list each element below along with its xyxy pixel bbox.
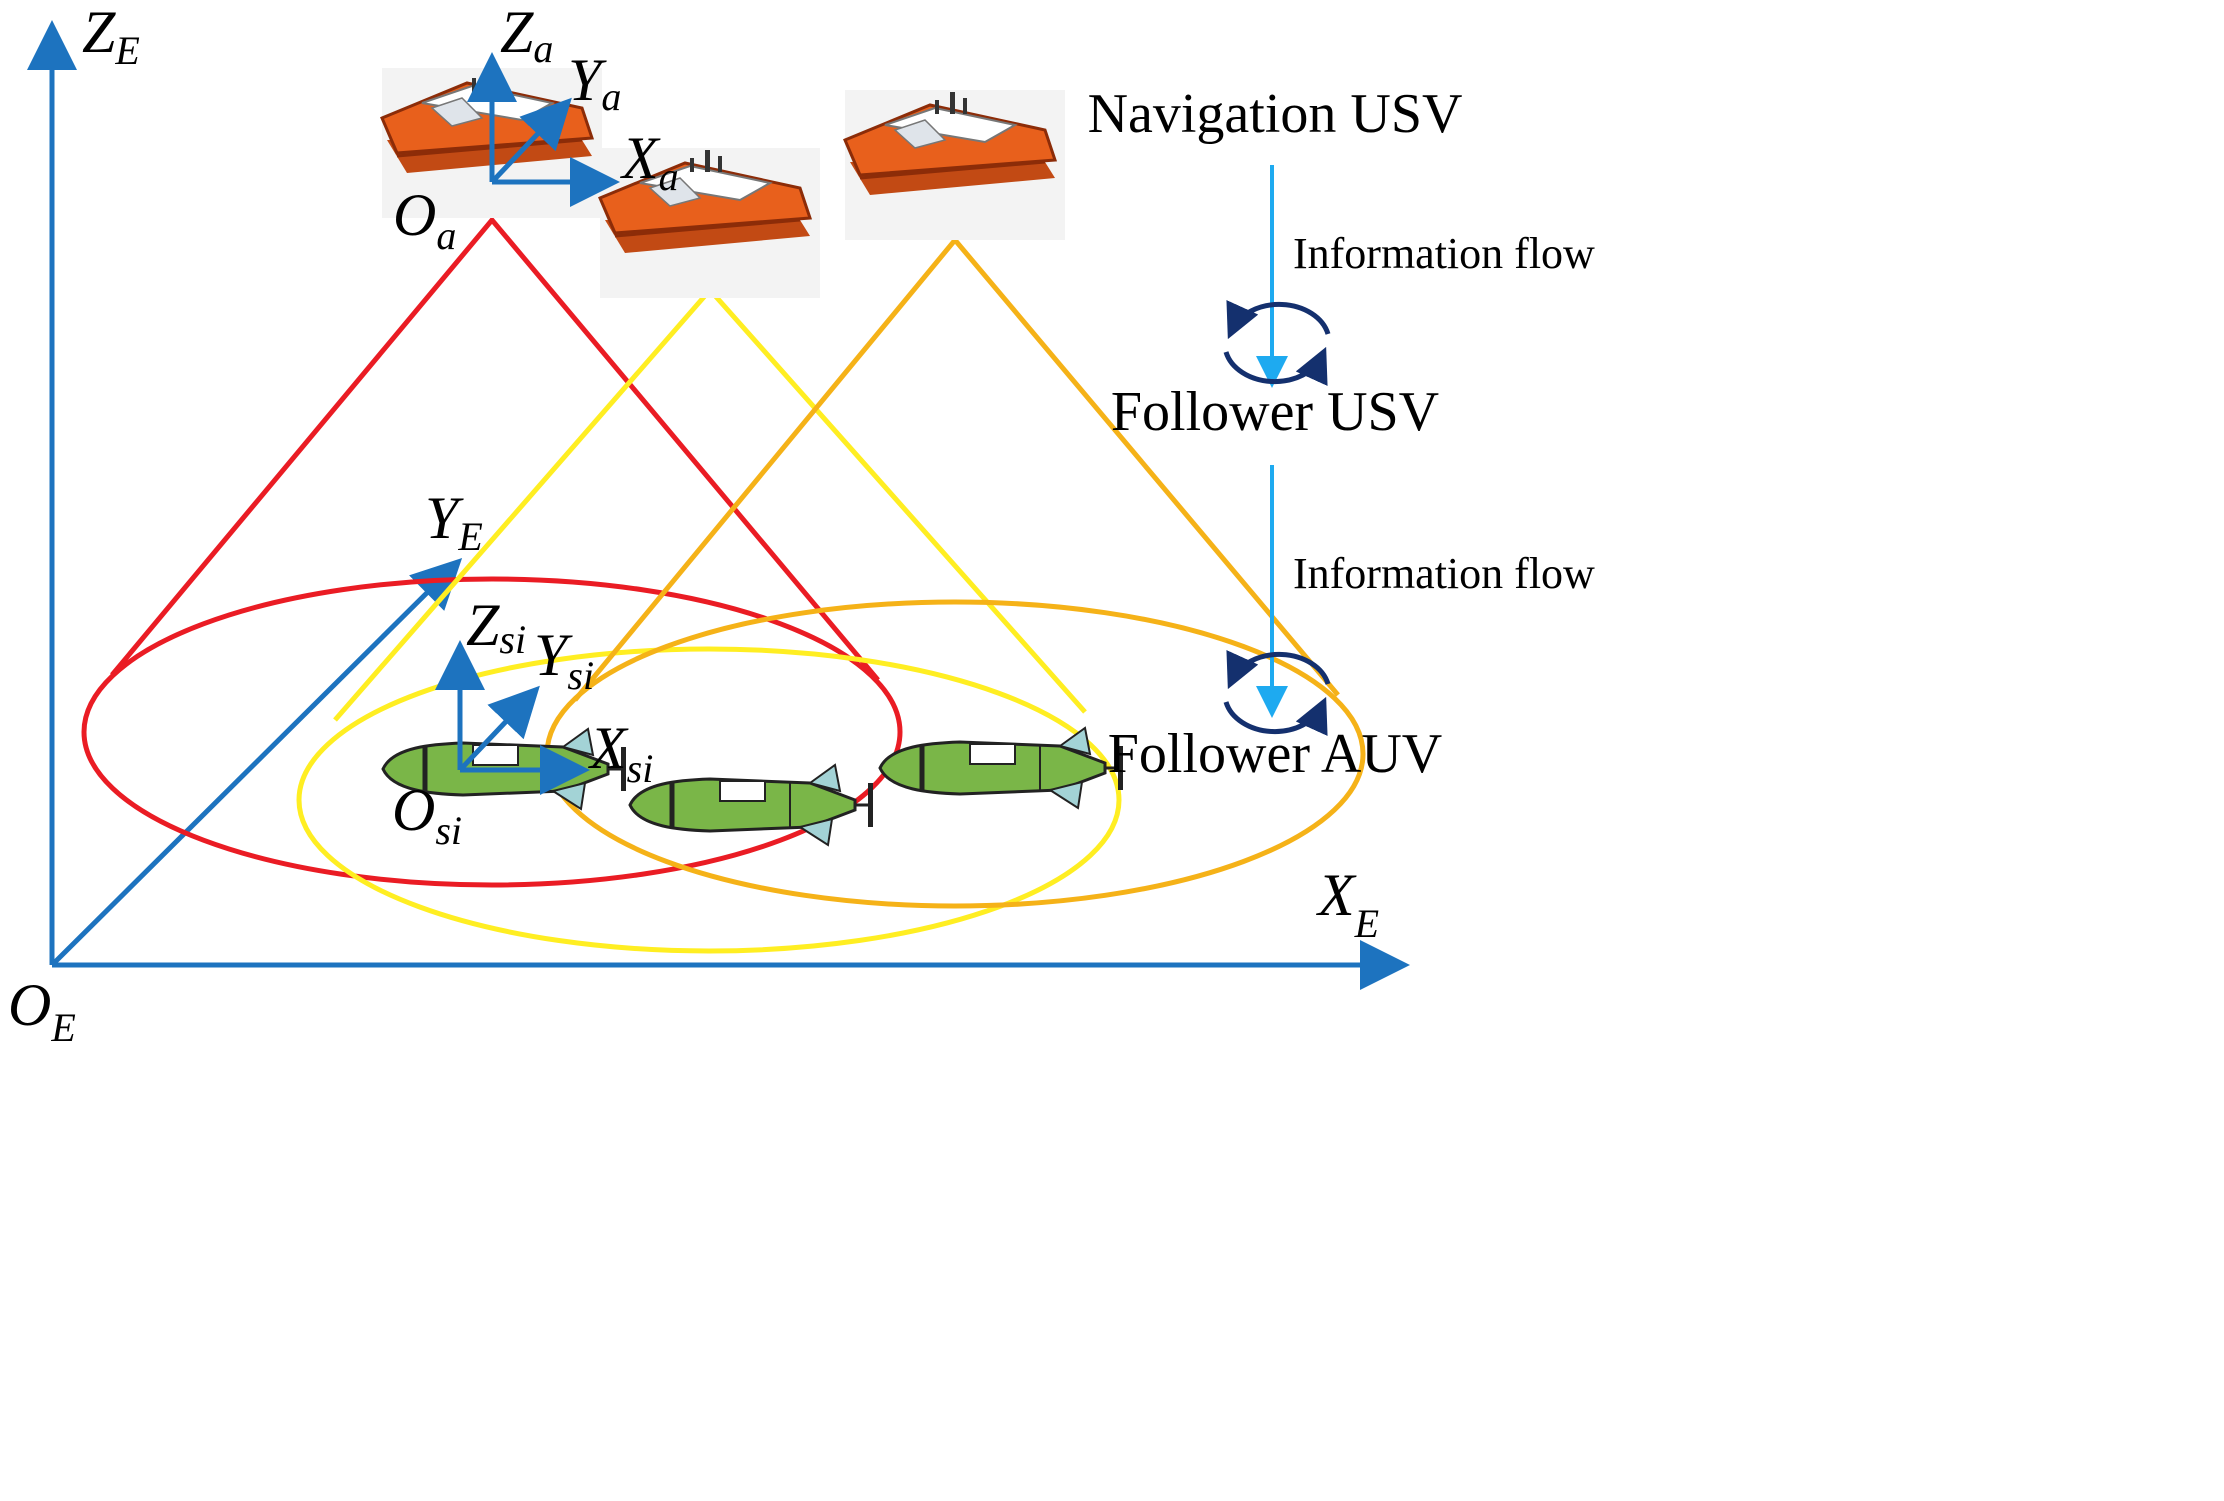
world-y-axis (50, 557, 463, 967)
orange-cone (573, 236, 1340, 702)
red-coverage (81, 216, 903, 888)
auv-x-label: Xsi (588, 715, 653, 791)
auv-z-label: Zsi (466, 592, 526, 662)
usv-body-frame (467, 52, 620, 207)
cycle-arrows-icon (1223, 299, 1331, 387)
information-flow-label-1: Information flow (1293, 229, 1595, 278)
cycle-arrows-icon (1223, 649, 1331, 737)
auv-body-frame (435, 640, 590, 795)
auv-vehicle-icon (880, 728, 1123, 808)
yellow-coverage (296, 286, 1122, 954)
usv-z-label: Za (500, 0, 553, 71)
usv-boat-icon (843, 88, 1067, 242)
usv-x-label: Xa (620, 125, 679, 199)
world-origin-label: OE (8, 972, 76, 1050)
navigation-usv-label: Navigation USV (1088, 83, 1463, 145)
follower-usv-label: Follower USV (1111, 381, 1439, 443)
auv-vehicle-icon (630, 765, 873, 845)
information-flow-label-2: Information flow (1293, 549, 1595, 598)
yellow-footprint-ellipse (296, 646, 1122, 954)
auv-origin-label: Osi (392, 777, 462, 853)
usv-y-label: Ya (568, 47, 621, 119)
world-z-label: ZE (82, 0, 140, 73)
red-footprint-ellipse (81, 576, 903, 888)
follower-auv-label: Follower AUV (1108, 723, 1442, 785)
auv-y-label: Ysi (534, 622, 594, 698)
world-x-label: XE (1316, 862, 1379, 946)
world-axes (26, 20, 1410, 990)
world-y-label: YE (425, 485, 483, 559)
red-cone (110, 216, 880, 682)
usv-origin-label: Oa (393, 182, 456, 258)
